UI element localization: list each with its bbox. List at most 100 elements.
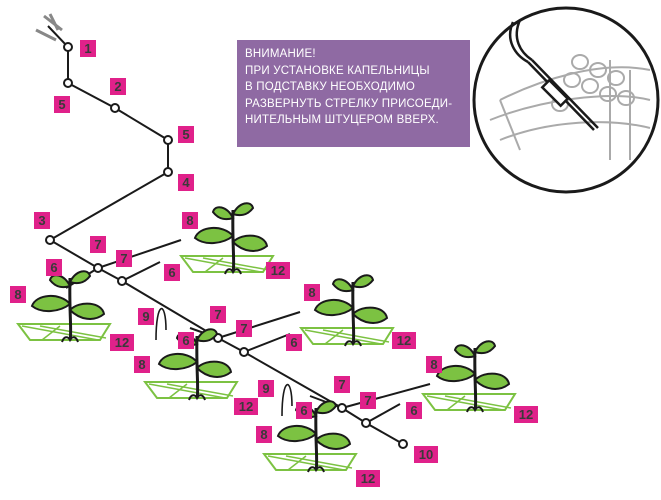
callout-label: 7 xyxy=(94,237,101,252)
callout-g3_6a: 6 xyxy=(296,402,312,419)
callout-label: 5 xyxy=(58,97,65,112)
callout-box xyxy=(266,262,290,279)
callout-label: 12 xyxy=(271,263,285,278)
callout-label: 12 xyxy=(239,399,253,414)
callout-label: 2 xyxy=(114,79,121,94)
callout-box xyxy=(54,96,70,113)
callout-g2_7b: 7 xyxy=(236,320,252,337)
connector-node xyxy=(63,42,73,52)
callout-label: 7 xyxy=(338,377,345,392)
callout-label: 8 xyxy=(260,427,267,442)
callout-box xyxy=(110,334,134,351)
callout-g3_7b: 7 xyxy=(360,392,376,409)
callout-box xyxy=(256,426,272,443)
connector-node xyxy=(93,263,103,273)
callout-box xyxy=(182,212,198,229)
stake-icon xyxy=(155,307,167,341)
callout-box xyxy=(178,126,194,143)
plant-icon xyxy=(16,270,112,343)
callout-box xyxy=(110,78,126,95)
warning-line: НИТЕЛЬНЫМ ШТУЦЕРОМ ВВЕРХ. xyxy=(245,114,439,126)
callout-c1: 1 xyxy=(80,40,96,57)
callout-label: 9 xyxy=(142,309,149,324)
connector-node xyxy=(117,276,127,286)
callout-box xyxy=(356,470,380,487)
callout-box xyxy=(116,250,132,267)
plant-icon xyxy=(262,400,358,473)
warning-note: ВНИМАНИЕ! ПРИ УСТАНОВКЕ КАПЕЛЬНИЦЫ В ПОД… xyxy=(237,40,470,147)
callout-label: 7 xyxy=(120,251,127,266)
callout-label: 12 xyxy=(115,335,129,350)
connector-node xyxy=(163,167,173,177)
callout-box xyxy=(304,284,320,301)
connector-node xyxy=(163,135,173,145)
valve-icon xyxy=(35,13,63,42)
callout-g2_12a: 12 xyxy=(392,332,416,349)
plant-icon xyxy=(299,274,395,347)
plant-icon xyxy=(421,340,517,413)
callout-label: 6 xyxy=(50,260,57,275)
plants xyxy=(16,202,517,473)
callout-label: 8 xyxy=(186,213,193,228)
callout-box xyxy=(80,40,96,57)
callout-c5b: 5 xyxy=(178,126,194,143)
callout-c4: 4 xyxy=(178,174,194,191)
connector-node xyxy=(110,103,120,113)
callout-box xyxy=(296,402,312,419)
callout-g3_8a: 8 xyxy=(426,356,442,373)
callout-box xyxy=(234,398,258,415)
callout-g1_8a: 8 xyxy=(182,212,198,229)
callout-label: 1 xyxy=(84,41,91,56)
callout-label: 12 xyxy=(397,333,411,348)
connector-node xyxy=(239,347,249,357)
callout-g1_7a: 7 xyxy=(90,236,106,253)
callout-label: 6 xyxy=(410,403,417,418)
callout-box xyxy=(334,376,350,393)
callout-label: 8 xyxy=(138,357,145,372)
callout-g2_8a: 8 xyxy=(304,284,320,301)
main-hose xyxy=(47,25,431,445)
callout-g3_6b: 6 xyxy=(406,402,422,419)
callout-label: 6 xyxy=(290,335,297,350)
callout-box xyxy=(178,174,194,191)
callout-g1_7b: 7 xyxy=(116,250,132,267)
callout-g2_9: 9 xyxy=(138,308,154,325)
plant-icon xyxy=(179,202,275,275)
callout-box xyxy=(360,392,376,409)
callout-g3_9: 9 xyxy=(258,380,274,397)
stake-icons xyxy=(155,307,293,417)
warning-line: ВНИМАНИЕ! xyxy=(245,48,316,60)
connector-node xyxy=(398,439,408,449)
callout-box xyxy=(164,264,180,281)
callout-box xyxy=(210,306,226,323)
callout-g1_6a: 6 xyxy=(46,259,62,276)
callout-g1_8b: 8 xyxy=(10,286,26,303)
callout-box xyxy=(10,286,26,303)
callout-label: 4 xyxy=(182,175,190,190)
callout-label: 9 xyxy=(262,381,269,396)
callout-label: 6 xyxy=(300,403,307,418)
callout-box xyxy=(46,259,62,276)
callout-box xyxy=(414,446,438,463)
callout-box xyxy=(134,356,150,373)
callout-c5a: 5 xyxy=(54,96,70,113)
callout-g3_12a: 12 xyxy=(514,406,538,423)
callout-label: 12 xyxy=(361,471,375,486)
callout-g3_12b: 12 xyxy=(356,470,380,487)
callout-box xyxy=(392,332,416,349)
callout-c10: 10 xyxy=(414,446,438,463)
callout-g2_6a: 6 xyxy=(178,332,194,349)
callout-label: 3 xyxy=(38,213,45,228)
callout-label: 10 xyxy=(419,447,433,462)
plant-icon xyxy=(143,328,239,401)
callout-label: 6 xyxy=(182,333,189,348)
callout-label: 7 xyxy=(214,307,221,322)
callout-box xyxy=(90,236,106,253)
callout-label: 8 xyxy=(14,287,21,302)
callout-g2_7a: 7 xyxy=(210,306,226,323)
inset-detail xyxy=(472,6,660,194)
callout-box xyxy=(514,406,538,423)
callout-label: 5 xyxy=(182,127,189,142)
